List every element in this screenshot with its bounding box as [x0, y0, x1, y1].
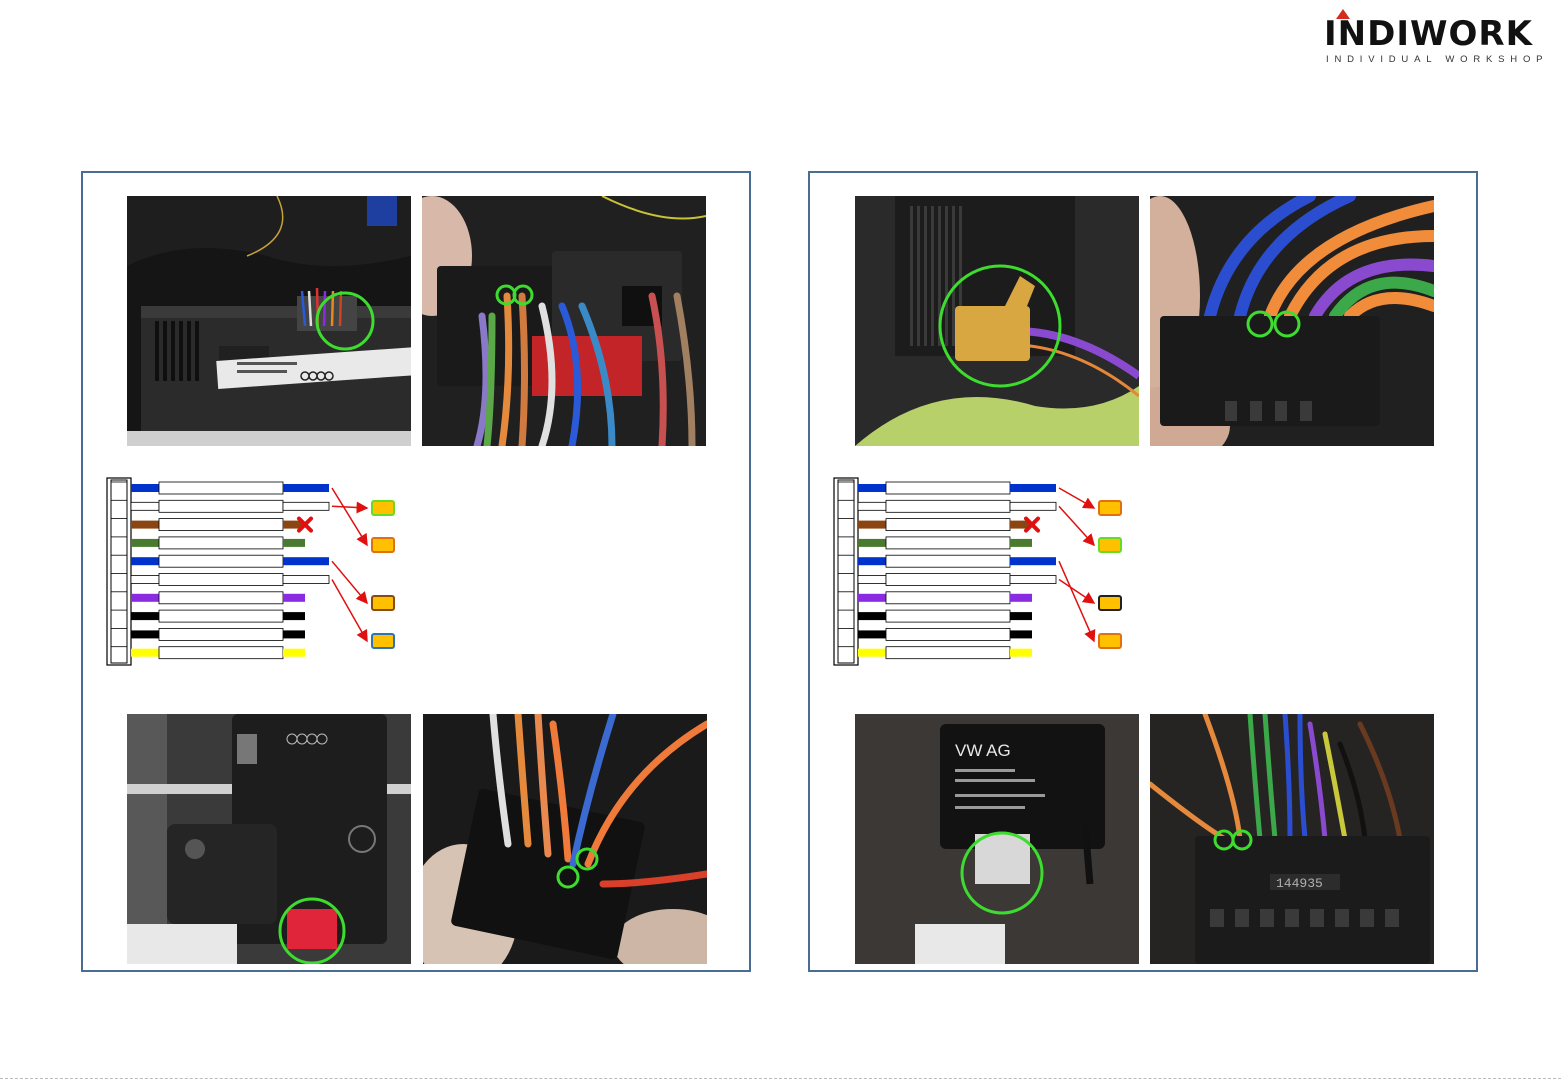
wire-stub-left [131, 630, 159, 638]
vw-module-label: VW AG [955, 741, 1011, 760]
connector-inner [111, 480, 127, 663]
wire-stub-left [858, 484, 886, 492]
wire-label-box [886, 555, 1010, 567]
wire-label-box [886, 500, 1010, 512]
wire-label-box [159, 537, 283, 549]
wire-color-badge [1099, 538, 1121, 552]
wire-arrow [332, 561, 367, 603]
wire-stub-right [1010, 484, 1056, 492]
wire-stub-left [131, 521, 159, 529]
wire-label-box [159, 610, 283, 622]
wire-color-badge [372, 634, 394, 648]
wire-stub-left [858, 521, 886, 529]
wire-stub-right [1010, 630, 1032, 638]
wire-color-badge [1099, 596, 1121, 610]
wire-stub-right [283, 594, 305, 602]
wire-stub-right [283, 502, 329, 510]
wire-color-badge [372, 538, 394, 552]
wire-stub-left [131, 484, 159, 492]
wire-label-box [159, 555, 283, 567]
wire-stub-right [1010, 576, 1056, 584]
wire-color-badge [1099, 634, 1121, 648]
left-connector-diagram [107, 478, 394, 665]
wire-stub-left [131, 649, 159, 657]
wire-stub-left [858, 576, 886, 584]
wire-stub-left [131, 502, 159, 510]
wire-color-badge [372, 596, 394, 610]
wire-stub-left [858, 539, 886, 547]
wire-stub-right [1010, 649, 1032, 657]
wire-stub-right [283, 576, 329, 584]
wire-label-box [159, 500, 283, 512]
wire-stub-right [1010, 557, 1056, 565]
connector-part-number: 144935 [1276, 876, 1323, 891]
wire-stub-left [131, 576, 159, 584]
footer-divider [0, 1078, 1561, 1079]
wire-label-box [159, 628, 283, 640]
wire-label-box [886, 537, 1010, 549]
wire-color-badge [1099, 501, 1121, 515]
wire-stub-right [283, 557, 329, 565]
wire-stub-left [858, 612, 886, 620]
wire-label-box [159, 592, 283, 604]
wire-stub-left [131, 557, 159, 565]
photo-gateway-module [127, 714, 411, 964]
wire-arrow [1059, 561, 1094, 641]
wire-stub-right [283, 649, 305, 657]
wire-stub-right [1010, 612, 1032, 620]
photo-module-connector-144935: 144935 [1150, 714, 1434, 964]
wire-stub-left [131, 612, 159, 620]
wire-stub-right [283, 612, 305, 620]
wire-arrow [332, 580, 367, 642]
wire-label-box [159, 519, 283, 531]
wire-arrow [332, 488, 367, 545]
wire-label-box [886, 610, 1010, 622]
wire-stub-right [1010, 502, 1056, 510]
logo-accent-triangle [1336, 9, 1350, 19]
logo-wordmark: INDIWORK [1324, 12, 1533, 56]
wire-label-box [886, 592, 1010, 604]
wire-label-box [159, 482, 283, 494]
wire-label-box [886, 519, 1010, 531]
wire-arrow [332, 506, 367, 508]
logo-subtitle: INDIVIDUAL WORKSHOP [1326, 54, 1548, 65]
right-connector-diagram [834, 478, 1121, 665]
photo-vw-module: VW AG [855, 714, 1139, 964]
left-panel [81, 171, 751, 972]
wire-stub-right [283, 630, 305, 638]
wire-stub-left [858, 502, 886, 510]
wire-label-box [886, 647, 1010, 659]
wire-stub-left [858, 649, 886, 657]
wire-color-badge [372, 501, 394, 515]
wire-arrow [1059, 488, 1094, 508]
wire-stub-right [1010, 539, 1032, 547]
connector-inner [838, 480, 854, 663]
wire-stub-left [858, 630, 886, 638]
wire-label-box [886, 482, 1010, 494]
photo-gateway-connector [423, 714, 707, 964]
wire-label-box [886, 628, 1010, 640]
wire-stub-right [283, 539, 305, 547]
wire-stub-left [131, 539, 159, 547]
wire-stub-right [1010, 594, 1032, 602]
wire-stub-left [858, 594, 886, 602]
indiwork-logo: INDIWORK INDIVIDUAL WORKSHOP [1322, 12, 1544, 70]
wire-label-box [159, 574, 283, 586]
wire-label-box [886, 574, 1010, 586]
right-panel: VW AG [808, 171, 1478, 972]
wire-arrow [1059, 506, 1094, 545]
wire-stub-left [131, 594, 159, 602]
wire-stub-left [858, 557, 886, 565]
wire-label-box [159, 647, 283, 659]
wire-stub-right [283, 484, 329, 492]
